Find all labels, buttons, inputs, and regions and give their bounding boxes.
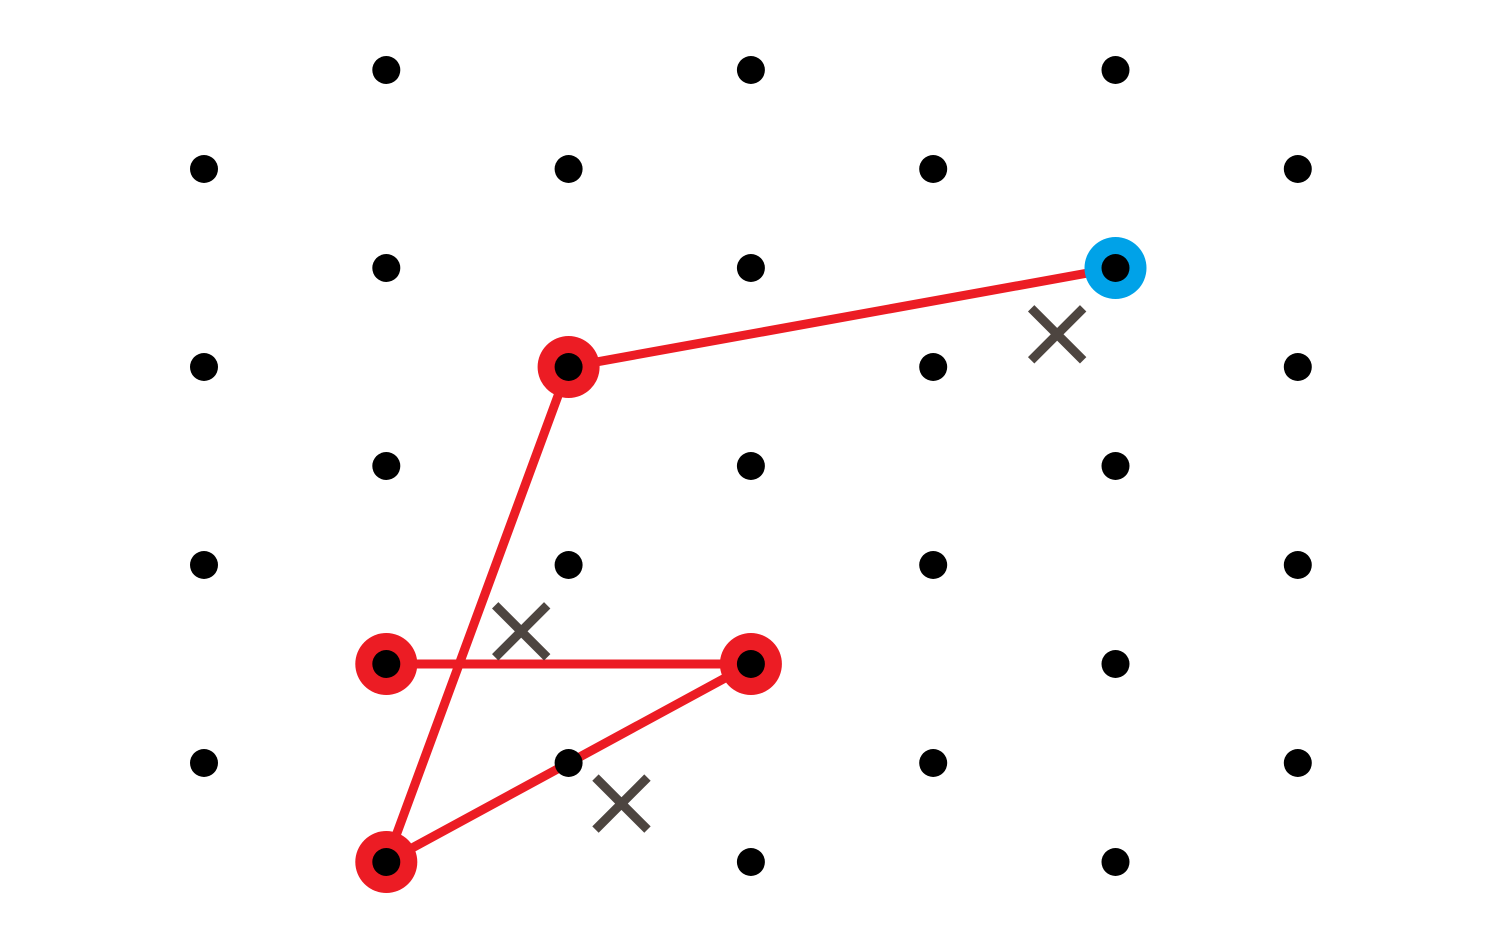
grid-dot[interactable] [372, 650, 401, 678]
grid-dot[interactable] [554, 749, 583, 777]
path-segment [564, 263, 1120, 372]
grid-dot[interactable] [1101, 254, 1130, 282]
grid-dot[interactable] [1101, 56, 1130, 84]
grid-dot[interactable] [1283, 353, 1312, 381]
grid-dot[interactable] [372, 452, 401, 480]
cross-stroke [1027, 305, 1087, 364]
grid-dot[interactable] [919, 155, 948, 183]
grid-dot[interactable] [1283, 551, 1312, 579]
grid-dot[interactable] [1101, 452, 1130, 480]
path-lines [381, 263, 1120, 867]
grid-dot[interactable] [919, 749, 948, 777]
grid-dot[interactable] [190, 155, 218, 183]
grid-dot[interactable] [190, 353, 218, 381]
close-x-icon [492, 602, 551, 661]
path-segment [381, 362, 574, 867]
grid-dot[interactable] [736, 254, 765, 282]
grid-dot[interactable] [736, 650, 765, 678]
close-x-icon [1027, 305, 1087, 364]
cross-stroke [592, 774, 651, 833]
grid-dot[interactable] [1283, 155, 1312, 183]
grid-dot[interactable] [919, 353, 948, 381]
cross-stroke [492, 602, 551, 661]
grid-dot[interactable] [554, 155, 583, 183]
grid-dot[interactable] [919, 551, 948, 579]
grid-dot[interactable] [1283, 749, 1312, 777]
grid-dot[interactable] [190, 551, 218, 579]
grid-dot[interactable] [554, 353, 583, 381]
grid-dot[interactable] [1101, 848, 1130, 876]
grid-dot[interactable] [1101, 650, 1130, 678]
grid-dot[interactable] [372, 254, 401, 282]
grid-dots [190, 56, 1312, 876]
grid-dot[interactable] [372, 848, 401, 876]
grid-dot[interactable] [190, 749, 218, 777]
grid-dot[interactable] [736, 56, 765, 84]
grid-dot[interactable] [736, 452, 765, 480]
grid-dot[interactable] [372, 56, 401, 84]
cross-marks [492, 305, 1087, 833]
close-x-icon [592, 774, 651, 833]
grid-dot[interactable] [736, 848, 765, 876]
grid-dot[interactable] [554, 551, 583, 579]
